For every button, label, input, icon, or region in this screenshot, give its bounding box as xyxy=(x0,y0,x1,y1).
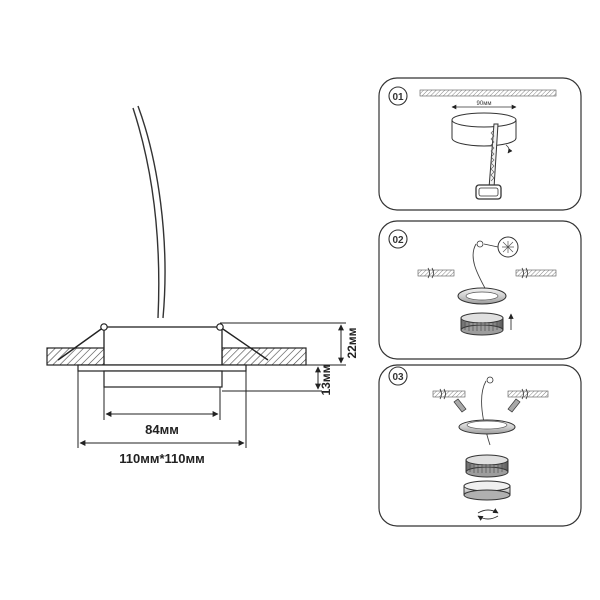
clip-pivot-left xyxy=(100,323,108,331)
fixture-housing xyxy=(103,326,223,366)
step-number-02: 02 xyxy=(392,235,404,246)
wire-connector-icon xyxy=(476,240,484,248)
clip-pivot-right xyxy=(216,323,224,331)
step-number-03: 03 xyxy=(392,372,404,383)
step-panel-01: 01 90мм xyxy=(378,77,582,211)
power-wire xyxy=(132,107,160,319)
ceiling-strip-left xyxy=(417,269,455,277)
ceiling-strip xyxy=(419,89,557,97)
cutout-size-label: 90мм xyxy=(477,101,492,107)
ceiling-strip-right xyxy=(507,390,549,398)
rotate-arrow-icon xyxy=(477,515,499,521)
spring-clip-right xyxy=(507,398,521,413)
step-badge-02 xyxy=(388,229,408,249)
step-badge-03 xyxy=(388,366,408,386)
bezel-flange xyxy=(77,364,247,372)
rotate-arrow-icon xyxy=(477,508,499,514)
ceiling-strip-right xyxy=(515,269,557,277)
lamp-body xyxy=(103,370,223,388)
supply-wire xyxy=(481,380,491,446)
step-badge-01 xyxy=(388,86,408,106)
dim-height-top-label: 22мм xyxy=(345,327,359,358)
supply-wire xyxy=(472,243,487,291)
spring-clip-right xyxy=(219,326,269,361)
ceiling-strip-left xyxy=(432,390,466,398)
spring-clip-left xyxy=(57,326,105,361)
dim-height-bottom-label: 13мм xyxy=(319,364,333,395)
wire-connector-icon xyxy=(486,376,494,384)
step-panel-03: 03 xyxy=(378,364,582,527)
ceiling-left xyxy=(46,347,106,366)
power-wire xyxy=(137,105,166,319)
step-number-01: 01 xyxy=(392,92,404,103)
spring-clip-left xyxy=(453,398,467,413)
step-panel-02: 02 xyxy=(378,220,582,360)
main-cross-section: 84мм 110мм*110мм 22мм 13мм xyxy=(46,105,359,466)
dim-outer-width-label: 110мм*110мм xyxy=(119,451,204,466)
rotate-arrow-icon xyxy=(505,144,513,154)
dim-inner-width-label: 84мм xyxy=(145,422,179,437)
